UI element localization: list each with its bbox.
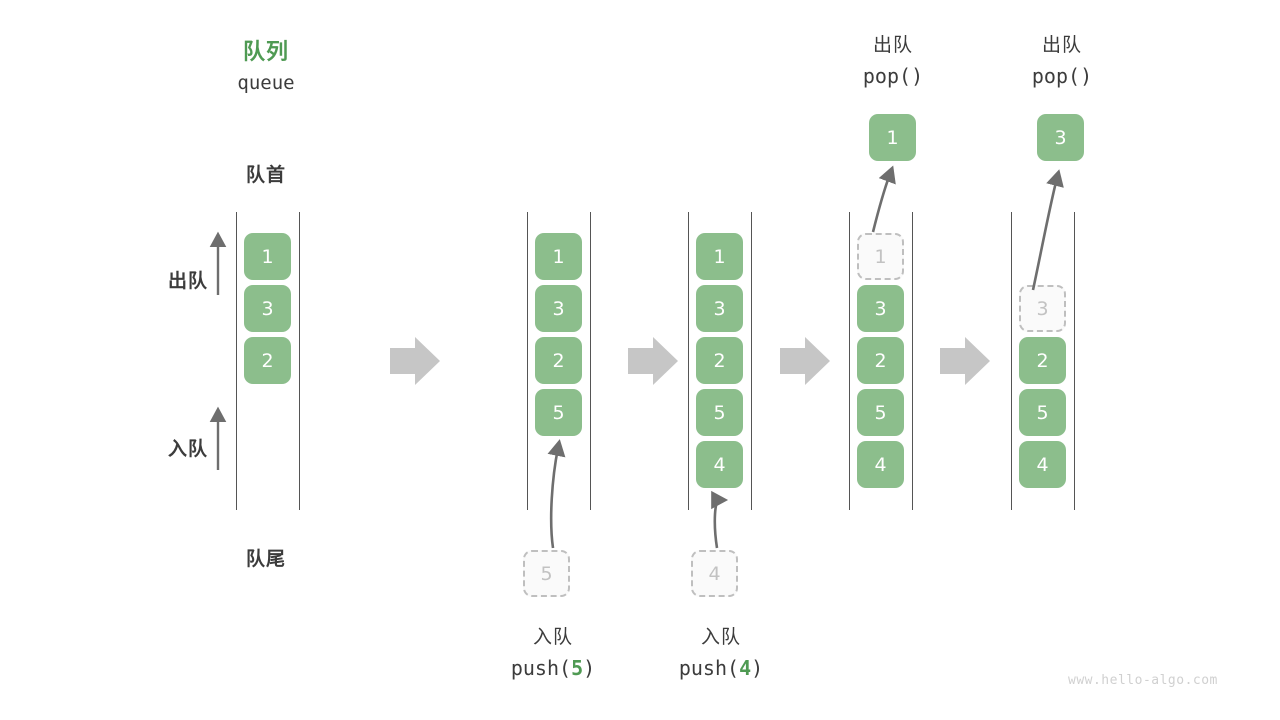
transition-arrow	[780, 337, 830, 385]
op-code-prefix: pop(	[862, 64, 912, 88]
dequeue-side-label: 出队	[167, 270, 208, 292]
transition-arrow	[628, 337, 678, 385]
rail-left-step-3	[688, 212, 689, 510]
queue-cell: 2	[535, 337, 582, 384]
op-code-suffix: )	[583, 656, 596, 680]
step-op-label: 出队	[872, 34, 913, 56]
queue-cell: 4	[1019, 441, 1066, 488]
watermark: www.hello-algo.com	[1068, 673, 1218, 688]
queue-cell: 2	[696, 337, 743, 384]
op-code-prefix: pop(	[1031, 64, 1081, 88]
push-arrow-step-3	[711, 490, 729, 549]
op-code-suffix: )	[751, 656, 764, 680]
op-code-arg: 4	[739, 656, 752, 680]
rail-left-step-5	[1011, 212, 1012, 510]
pop-arrow-step-4	[871, 165, 896, 233]
queue-cell: 5	[535, 389, 582, 436]
rail-right-step-3	[751, 212, 752, 510]
queue-cell: 1	[535, 233, 582, 280]
queue-cell: 3	[1019, 285, 1066, 332]
step-op-label: 入队	[532, 626, 573, 648]
rail-right-step-1	[299, 212, 300, 510]
transition-arrow	[940, 337, 990, 385]
queue-cell: 2	[244, 337, 291, 384]
queue-cell: 5	[696, 389, 743, 436]
queue-cell: 5	[857, 389, 904, 436]
incoming-ghost-cell: 5	[523, 550, 570, 597]
step-op-label: 出队	[1041, 34, 1082, 56]
queue-cell: 3	[535, 285, 582, 332]
op-code-prefix: push(	[510, 656, 572, 680]
queue-cell: 1	[696, 233, 743, 280]
queue-cell: 4	[696, 441, 743, 488]
queue-cell: 1	[857, 233, 904, 280]
queue-cell: 2	[1019, 337, 1066, 384]
step-op-code: push(4)	[631, 656, 811, 680]
pop-arrow-step-5	[1031, 169, 1064, 291]
queue-cell: 1	[244, 233, 291, 280]
op-code-suffix: )	[911, 64, 924, 88]
popped-cell: 1	[869, 114, 916, 161]
transition-arrow	[390, 337, 440, 385]
queue-title-code: queue	[237, 72, 295, 94]
op-code-arg: 5	[571, 656, 584, 680]
op-code-suffix: )	[1080, 64, 1093, 88]
queue-cell: 2	[857, 337, 904, 384]
queue-title-cn: 队列	[242, 40, 289, 65]
queue-cell: 3	[244, 285, 291, 332]
queue-cell: 3	[696, 285, 743, 332]
queue-rear-label: 队尾	[245, 548, 286, 570]
rail-left-step-1	[236, 212, 237, 510]
queue-front-label: 队首	[245, 164, 286, 186]
queue-cell: 3	[857, 285, 904, 332]
incoming-ghost-cell: 4	[691, 550, 738, 597]
rail-left-step-4	[849, 212, 850, 510]
rail-right-step-4	[912, 212, 913, 510]
rail-left-step-2	[527, 212, 528, 510]
step-op-code: push(5)	[463, 656, 643, 680]
rail-right-step-5	[1074, 212, 1075, 510]
enqueue-side-label: 入队	[167, 438, 208, 460]
queue-cell: 5	[1019, 389, 1066, 436]
step-op-label: 入队	[700, 626, 741, 648]
push-arrow-step-2	[547, 439, 566, 549]
step-op-code: pop()	[803, 64, 983, 88]
popped-cell: 3	[1037, 114, 1084, 161]
op-code-prefix: push(	[678, 656, 740, 680]
queue-cell: 4	[857, 441, 904, 488]
step-op-code: pop()	[972, 64, 1152, 88]
rail-right-step-2	[590, 212, 591, 510]
